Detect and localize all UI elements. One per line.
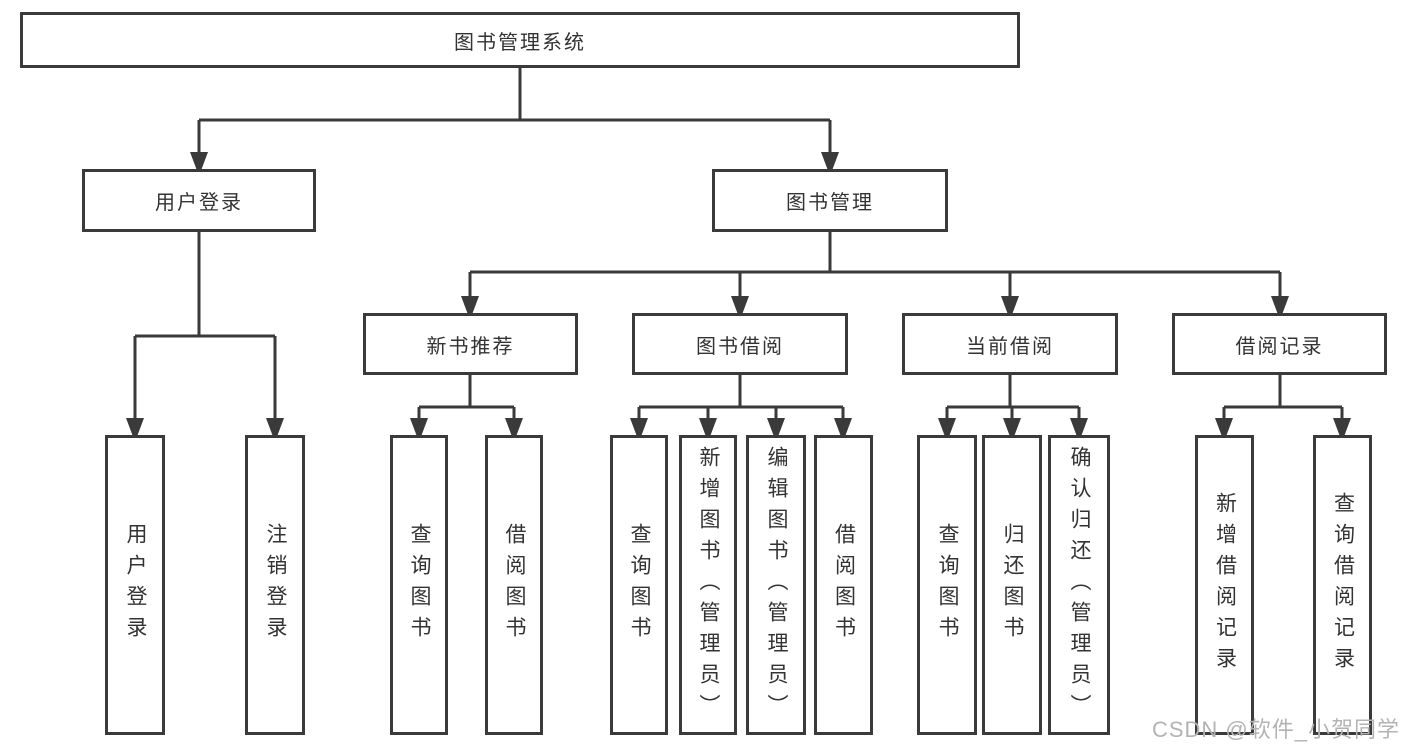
leaf-user-login-label: 用户登录 (124, 523, 148, 647)
leaf-records-query: 查询借阅记录 (1313, 435, 1372, 735)
leaf-current-query-label: 查询图书 (936, 523, 960, 647)
node-book-management: 图书管理 (712, 169, 948, 232)
node-new-book-recommend: 新书推荐 (363, 313, 578, 375)
node-current-borrow: 当前借阅 (902, 313, 1118, 375)
leaf-borrow-query: 查询图书 (610, 435, 668, 735)
leaf-newbook-borrow-label: 借阅图书 (503, 523, 527, 647)
connector-book-borrow-to-leaves (630, 375, 852, 442)
leaf-borrow-edit-admin: 编辑图书（管理员） (746, 435, 806, 735)
connector-current-borrow-to-leaves (938, 375, 1088, 442)
connector-new-book-to-leaves (410, 375, 523, 442)
leaf-current-return-label: 归还图书 (1001, 523, 1025, 647)
node-borrow-records: 借阅记录 (1172, 313, 1387, 375)
leaf-newbook-query-label: 查询图书 (408, 523, 432, 647)
leaf-newbook-query: 查询图书 (390, 435, 448, 735)
connector-borrow-records-to-leaves (1215, 375, 1351, 442)
node-root: 图书管理系统 (20, 12, 1020, 68)
leaf-records-add-label: 新增借阅记录 (1213, 492, 1237, 678)
leaf-current-confirm-admin-label: 确认归还（管理员） (1068, 445, 1092, 725)
connector-user-login-to-leaves (126, 232, 284, 442)
leaf-borrow-edit-admin-label: 编辑图书（管理员） (765, 445, 789, 725)
node-book-borrow: 图书借阅 (632, 313, 848, 375)
leaf-borrow-query-label: 查询图书 (628, 523, 652, 647)
leaf-borrow-borrow: 借阅图书 (814, 435, 873, 735)
leaf-borrow-borrow-label: 借阅图书 (832, 523, 856, 647)
leaf-borrow-add-admin-label: 新增图书（管理员） (697, 445, 721, 725)
leaf-current-return: 归还图书 (982, 435, 1042, 735)
connector-root-to-level2 (190, 66, 839, 176)
node-user-login: 用户登录 (82, 169, 316, 232)
leaf-user-login: 用户登录 (105, 435, 165, 735)
leaf-records-query-label: 查询借阅记录 (1331, 492, 1355, 678)
leaf-newbook-borrow: 借阅图书 (485, 435, 543, 735)
leaf-logout: 注销登录 (245, 435, 305, 735)
leaf-records-add: 新增借阅记录 (1195, 435, 1254, 735)
csdn-watermark: CSDN @软件_小贺同学 (1151, 717, 1400, 742)
leaf-current-query: 查询图书 (917, 435, 977, 735)
connector-book-management-to-level3 (461, 232, 1289, 320)
leaf-logout-label: 注销登录 (264, 523, 288, 647)
leaf-current-confirm-admin: 确认归还（管理员） (1048, 435, 1110, 735)
leaf-borrow-add-admin: 新增图书（管理员） (679, 435, 737, 735)
